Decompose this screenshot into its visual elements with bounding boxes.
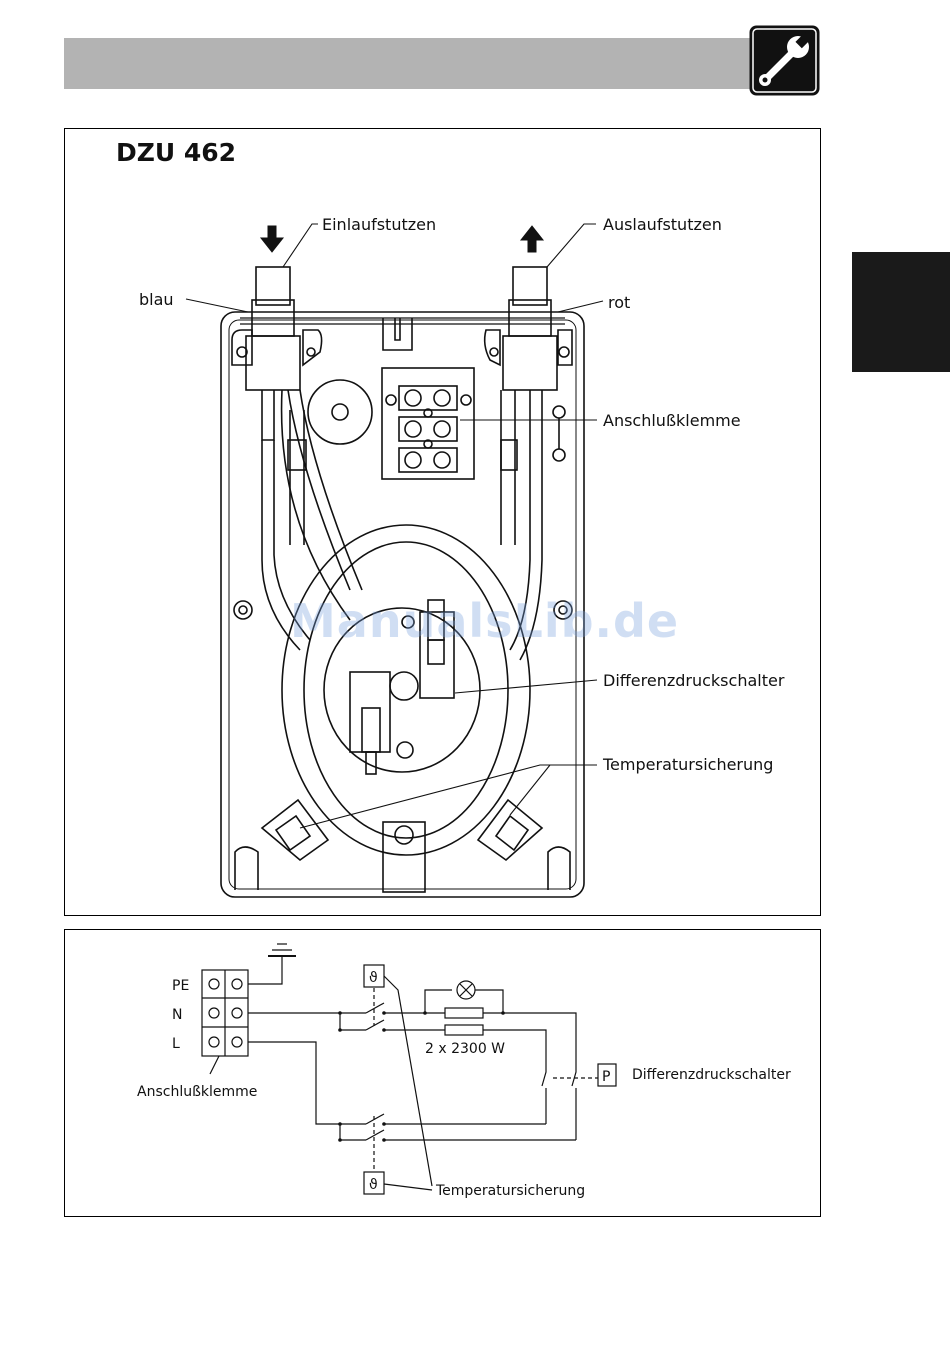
label-thermal-fuse: Temperatursicherung [602,755,773,774]
theta-symbol-top: ϑ [369,970,378,986]
theta-symbol-bottom: ϑ [369,1177,378,1193]
circuit-label-n: N [172,1007,182,1023]
watermark: ManualsLib.de [290,594,679,648]
circuit-label-terminal: Anschlußklemme [137,1084,257,1100]
circuit-label-l: L [172,1036,180,1052]
circuit-label-power: 2 x 2300 W [425,1041,505,1057]
label-terminal: Anschlußklemme [603,411,741,430]
terminal-block-drawing [382,368,474,479]
label-inlet: Einlaufstutzen [322,215,436,234]
outlet-arrow-icon [521,226,543,252]
circuit-label-thermal-fuse: Temperatursicherung [435,1183,585,1199]
inlet-arrow-icon [261,226,283,252]
label-outlet: Auslaufstutzen [603,215,722,234]
label-red: rot [608,293,630,312]
label-blue: blau [139,290,174,309]
circuit-schematic [202,944,616,1194]
circuit-label-pe: PE [172,978,189,994]
circuit-label-p: P [602,1069,610,1085]
circuit-label-pressure-switch: Differenzdruckschalter [632,1067,791,1083]
label-pressure-switch: Differenzdruckschalter [603,671,785,690]
